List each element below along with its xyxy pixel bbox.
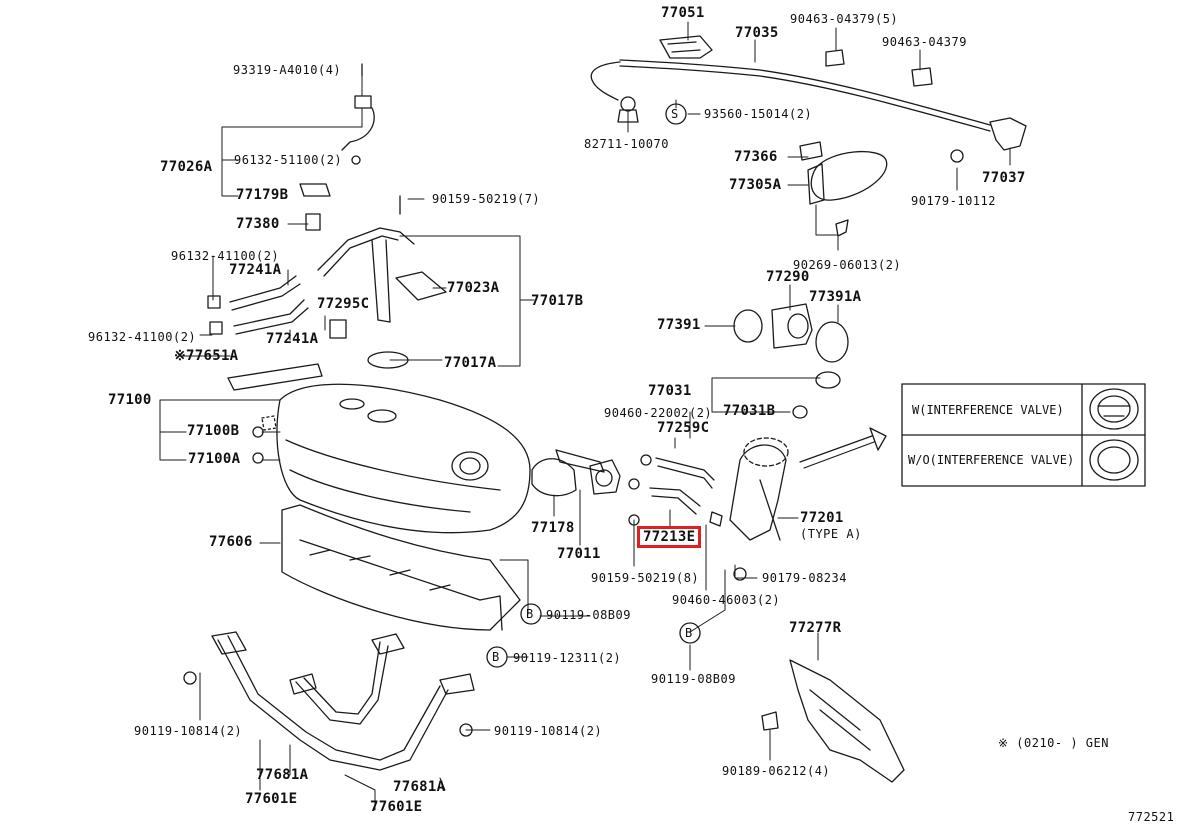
part-label-77035[interactable]: 77035 [735, 25, 779, 41]
legend-row-without-valve: W/O(INTERFERENCE VALVE) [908, 453, 1075, 467]
part-label-77051[interactable]: 77051 [661, 5, 705, 21]
filler-pipe-drawing [531, 427, 887, 581]
part-label-77391a[interactable]: 77391A [809, 289, 862, 305]
part-label-77241a-lower[interactable]: 77241A [266, 331, 319, 347]
part-label-77290[interactable]: 77290 [766, 269, 810, 285]
part-label-90119-10814-left[interactable]: 90119-10814(2) [134, 724, 243, 738]
part-label-77606[interactable]: 77606 [209, 534, 253, 550]
section-b-marker-1: B [526, 607, 534, 621]
part-label-77178[interactable]: 77178 [531, 520, 575, 536]
part-label-77201-type: (TYPE A) [800, 527, 862, 541]
part-label-96132-41100-top[interactable]: 96132-41100(2) [171, 249, 280, 263]
part-label-77023a[interactable]: 77023A [447, 280, 500, 296]
tank-protector-drawing [281, 504, 521, 631]
part-label-77031[interactable]: 77031 [648, 383, 692, 399]
fuel-gauge-sender-drawing [299, 63, 375, 197]
fuel-lid-cable-drawing [590, 35, 1027, 163]
part-label-90119-08b09-left[interactable]: 90119-08B09 [546, 608, 631, 622]
interference-valve-legend [901, 383, 1146, 487]
part-label-90463-04379[interactable]: 90463-04379 [882, 35, 967, 49]
section-s-marker: S [671, 107, 679, 121]
vent-hoses-drawing [207, 275, 309, 335]
part-label-90189-06212[interactable]: 90189-06212(4) [722, 764, 831, 778]
part-label-77295c[interactable]: 77295C [317, 296, 370, 312]
fuel-lid-drawing [799, 141, 888, 237]
section-b-marker-3: B [685, 626, 693, 640]
diagram-id: 772521 [1128, 810, 1175, 824]
tank-straps-drawing [183, 631, 475, 771]
part-label-77681a-left[interactable]: 77681A [256, 767, 309, 783]
part-label-77277r[interactable]: 77277R [789, 620, 842, 636]
protector-drawing [227, 363, 323, 391]
part-label-96132-51100[interactable]: 96132-51100(2) [234, 153, 343, 167]
heat-insulator-drawing [761, 659, 905, 783]
part-label-90269-06013[interactable]: 90269-06013(2) [793, 258, 902, 272]
part-label-77601e-right[interactable]: 77601E [370, 799, 423, 815]
part-label-77201[interactable]: 77201 [800, 510, 844, 526]
part-label-90179-10112[interactable]: 90179-10112 [911, 194, 996, 208]
part-label-77037[interactable]: 77037 [982, 170, 1026, 186]
part-label-90460-46003[interactable]: 90460-46003(2) [672, 593, 781, 607]
part-label-77305a[interactable]: 77305A [729, 177, 782, 193]
fuel-pump-bracket-drawing [305, 195, 447, 369]
part-label-77100a[interactable]: 77100A [188, 451, 241, 467]
part-label-77179b[interactable]: 77179B [236, 187, 289, 203]
part-label-90460-22002[interactable]: 90460-22002(2) [604, 406, 713, 420]
part-label-90159-50219-8[interactable]: 90159-50219(8) [591, 571, 700, 585]
part-label-77241a-upper[interactable]: 77241A [229, 262, 282, 278]
part-label-77601e-left[interactable]: 77601E [245, 791, 298, 807]
section-b-marker-2: B [492, 650, 500, 664]
part-label-93319-a4010[interactable]: 93319-A4010(4) [233, 63, 342, 77]
part-label-77031b[interactable]: 77031B [723, 403, 776, 419]
part-label-77213e-highlighted[interactable]: 77213E [637, 526, 702, 548]
legend-row-with-valve: W(INTERFERENCE VALVE) [912, 403, 1064, 417]
part-label-90179-08234[interactable]: 90179-08234 [762, 571, 847, 585]
fuel-tank-drawing [252, 383, 531, 534]
part-label-77380[interactable]: 77380 [236, 216, 280, 232]
part-label-82711-10070[interactable]: 82711-10070 [584, 137, 669, 151]
reference-circles [486, 103, 701, 668]
part-label-77259c[interactable]: 77259C [657, 420, 710, 436]
part-label-77100b[interactable]: 77100B [187, 423, 240, 439]
part-label-90119-12311[interactable]: 90119-12311(2) [513, 651, 622, 665]
filler-cap-drawing [733, 303, 849, 419]
part-label-77100[interactable]: 77100 [108, 392, 152, 408]
part-label-77017a[interactable]: 77017A [444, 355, 497, 371]
part-label-90119-10814-right[interactable]: 90119-10814(2) [494, 724, 603, 738]
part-label-93560-15014[interactable]: 93560-15014(2) [704, 107, 813, 121]
leader-lines [159, 21, 1011, 811]
part-label-90463-04379-5[interactable]: 90463-04379(5) [790, 12, 899, 26]
part-label-96132-41100-bottom[interactable]: 96132-41100(2) [88, 330, 197, 344]
part-label-77681a-right[interactable]: 77681A [393, 779, 446, 795]
production-note: ※ (0210- ) GEN [998, 736, 1109, 750]
part-label-77651a[interactable]: ※77651A [174, 348, 239, 364]
part-label-90119-08b09-right[interactable]: 90119-08B09 [651, 672, 736, 686]
part-label-77017b[interactable]: 77017B [531, 293, 584, 309]
part-label-77026a[interactable]: 77026A [160, 159, 213, 175]
part-label-77011[interactable]: 77011 [557, 546, 601, 562]
part-label-90159-50219-7[interactable]: 90159-50219(7) [432, 192, 541, 206]
part-label-77366[interactable]: 77366 [734, 149, 778, 165]
part-label-77391[interactable]: 77391 [657, 317, 701, 333]
